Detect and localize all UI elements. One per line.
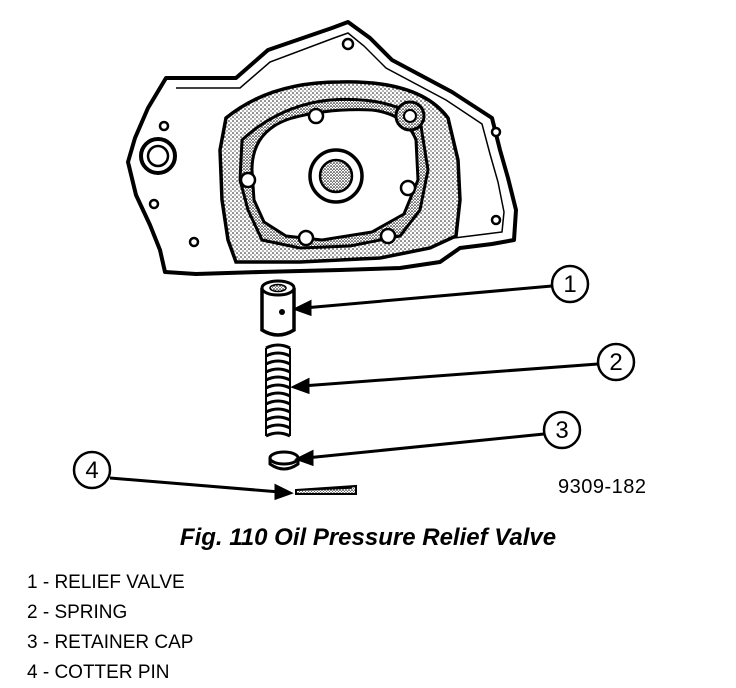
legend-list: 1 - RELIEF VALVE 2 - SPRING 3 - RETAINER… bbox=[27, 568, 193, 688]
callout-2: 2 bbox=[596, 342, 636, 382]
cotter-pin bbox=[295, 484, 357, 495]
seal-opening bbox=[139, 137, 177, 175]
oil-pump-diagram: 1 2 3 4 bbox=[72, 20, 636, 501]
leader-lines bbox=[109, 284, 599, 501]
callout-1: 1 bbox=[550, 264, 590, 304]
relief-valve bbox=[260, 279, 296, 337]
retainer-cap bbox=[268, 450, 300, 471]
callout-3: 3 bbox=[542, 410, 582, 450]
callout-3-label: 3 bbox=[555, 417, 568, 444]
figure-caption: Fig. 110 Oil Pressure Relief Valve bbox=[179, 524, 557, 551]
spring bbox=[265, 343, 291, 438]
shaft-opening bbox=[308, 148, 364, 204]
bolt-holes bbox=[148, 37, 502, 248]
legend-item: 1 - RELIEF VALVE bbox=[27, 572, 185, 593]
legend-item: 3 - RETAINER CAP bbox=[27, 632, 194, 653]
callout-4-label: 4 bbox=[85, 457, 98, 484]
figure-code: 9309-182 bbox=[558, 476, 647, 498]
callout-2-label: 2 bbox=[609, 349, 622, 376]
callout-4: 4 bbox=[72, 450, 112, 490]
legend-item: 4 - COTTER PIN bbox=[27, 662, 170, 683]
callout-1-label: 1 bbox=[563, 271, 576, 298]
legend-item: 2 - SPRING bbox=[27, 602, 128, 623]
